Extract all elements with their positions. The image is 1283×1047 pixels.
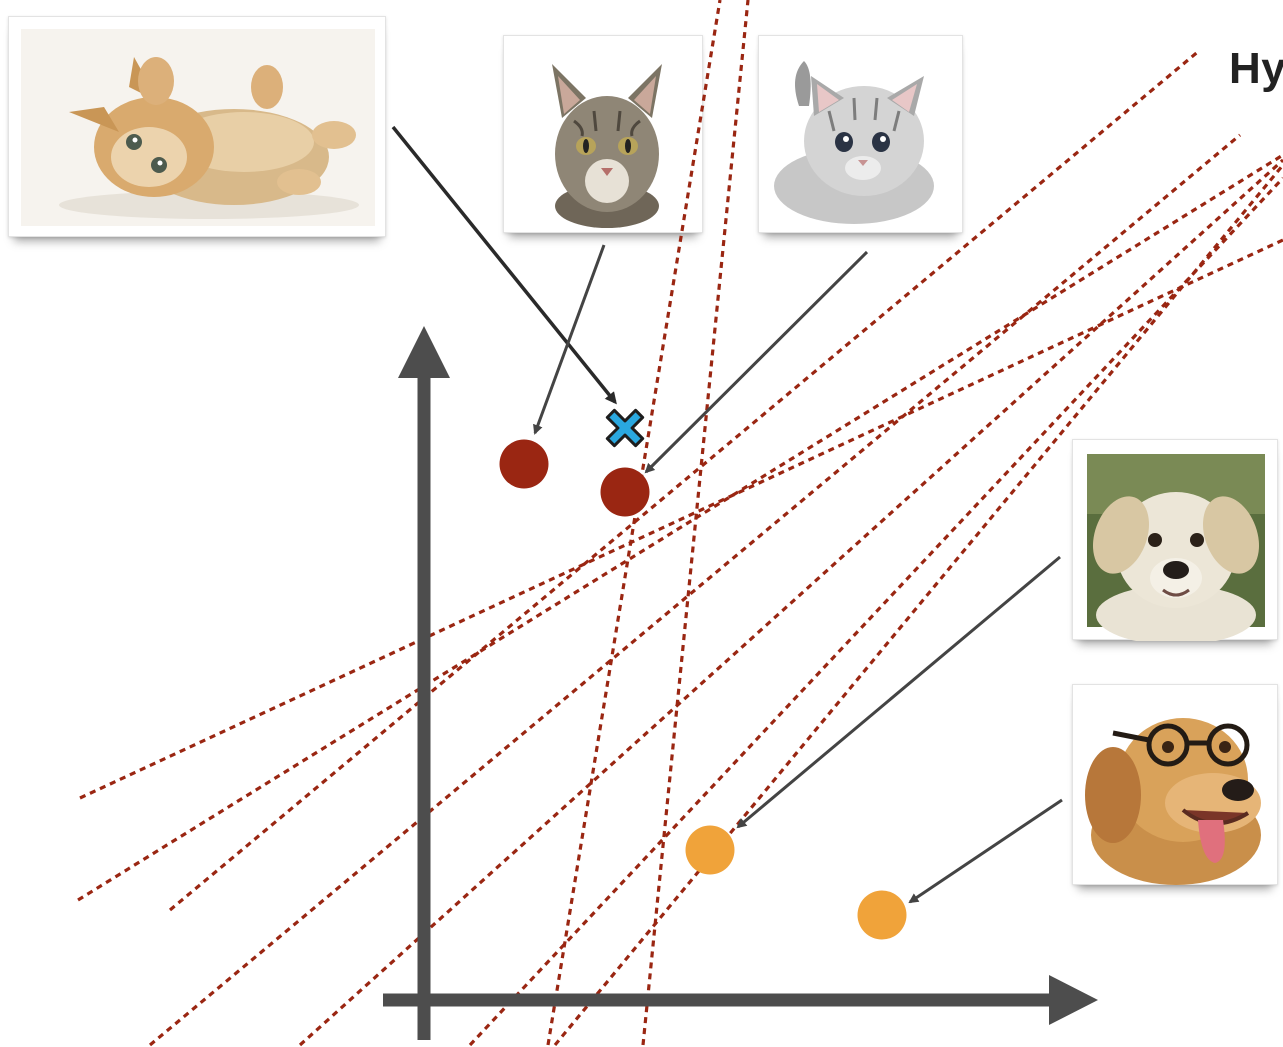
x-axis-arrowhead xyxy=(1049,975,1098,1025)
dog-point xyxy=(685,825,735,875)
hyperplane-line xyxy=(77,153,1283,902)
arrow-dog-glasses-to-dog-point xyxy=(908,798,1063,904)
hyperplane-line xyxy=(553,163,1283,1047)
puppy-photo xyxy=(1072,439,1278,641)
diagram-title: Hy xyxy=(1229,44,1283,93)
hyperplane-line xyxy=(641,0,750,1046)
hyperplane-line xyxy=(168,48,1202,912)
hyperplane-line xyxy=(546,0,722,1046)
photo-arrows xyxy=(391,125,1063,904)
arrow-kitten-lying-to-query xyxy=(391,125,617,405)
grey-kitten-photo xyxy=(758,35,963,233)
arrow-tabby-to-cat-point xyxy=(533,244,606,435)
cat-point xyxy=(499,439,549,489)
kitten-lying-photo xyxy=(8,16,386,237)
cat-point xyxy=(600,467,650,517)
hyperplane-line xyxy=(79,238,1283,800)
hyperplane-line xyxy=(468,176,1283,1047)
dog-point xyxy=(857,890,907,940)
dog-with-glasses-photo xyxy=(1072,684,1278,885)
hyperplane-lines xyxy=(77,0,1283,1047)
query-x-marker xyxy=(605,408,645,448)
hyperplane-line xyxy=(298,158,1283,1047)
axes xyxy=(383,326,1098,1040)
tabby-cat-photo xyxy=(503,35,703,233)
hyperplane-line xyxy=(148,133,1242,1047)
y-axis-arrowhead xyxy=(398,326,450,378)
data-points xyxy=(499,408,907,940)
arrow-grey-kitten-to-cat-point xyxy=(644,250,869,474)
arrow-puppy-to-dog-point xyxy=(736,555,1061,829)
